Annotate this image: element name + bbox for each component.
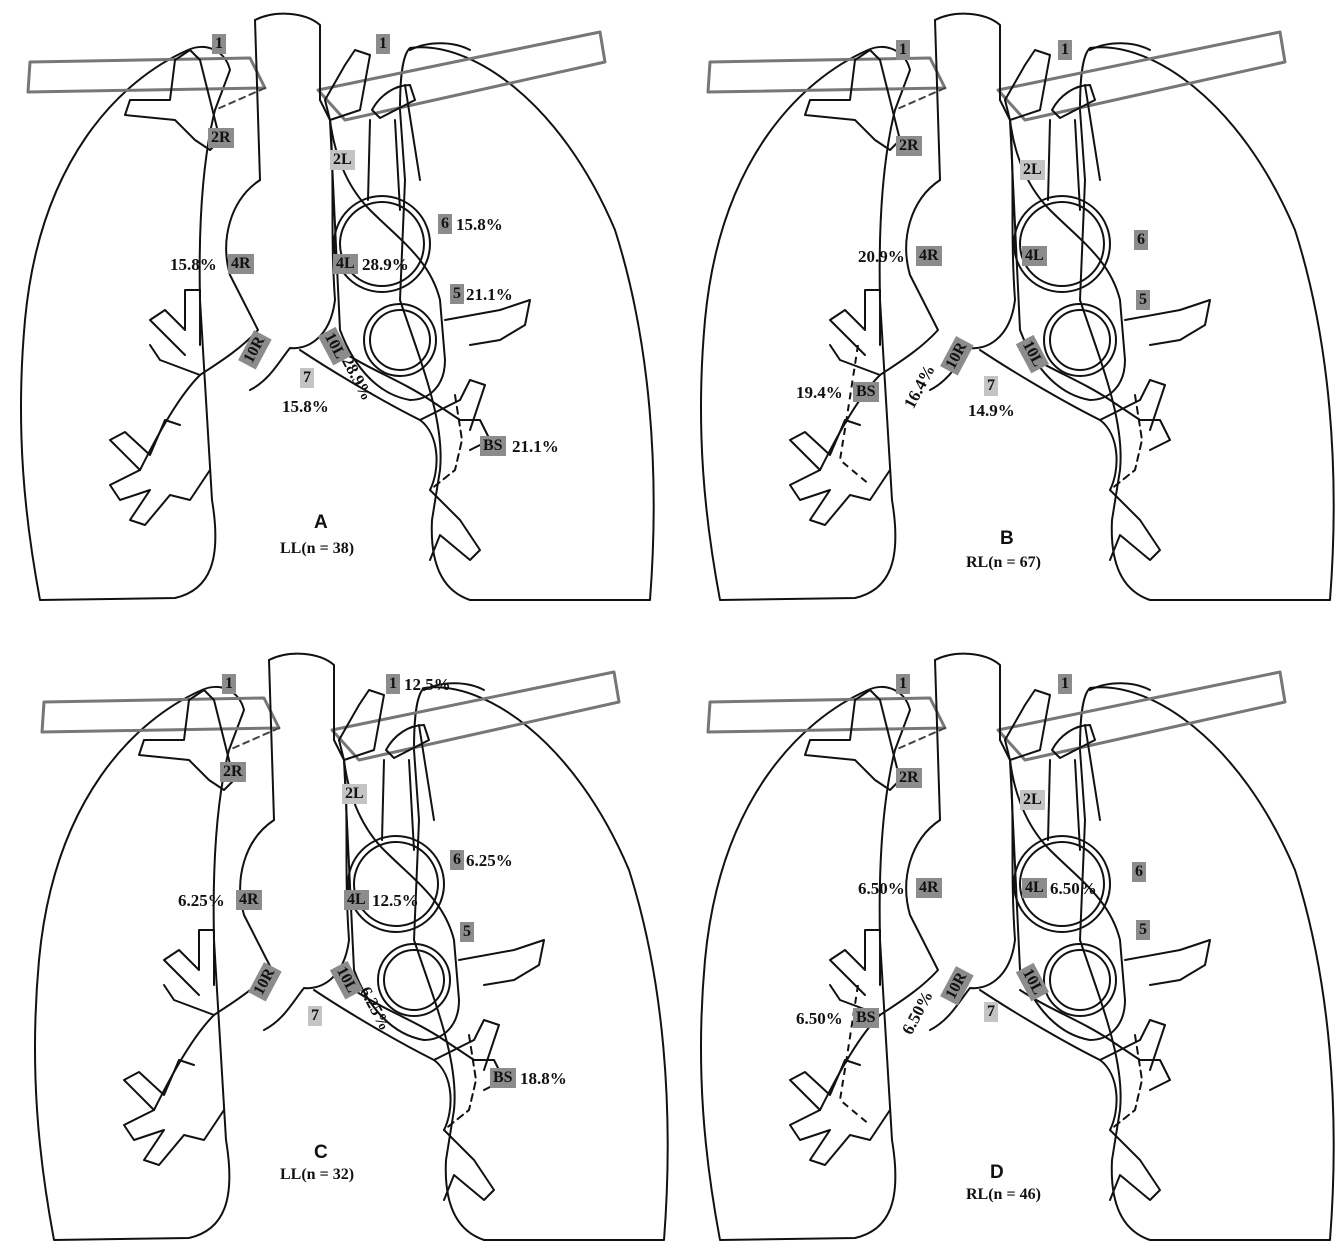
station-7: 7 — [984, 1002, 998, 1022]
value-4r: 6.25% — [178, 892, 225, 909]
value-bs: 21.1% — [512, 438, 559, 455]
value-4r: 15.8% — [170, 256, 217, 273]
station-4l: 4L — [344, 890, 369, 910]
value-7: 14.9% — [968, 402, 1015, 419]
panel-c: 1 1 12.5% 2R 2L 6 6.25% 6.25% 4R 4L 12.5… — [14, 640, 684, 1260]
station-7: 7 — [300, 368, 314, 388]
value-4l: 28.9% — [362, 256, 409, 273]
value-1-right: 12.5% — [404, 676, 451, 693]
value-6: 6.25% — [466, 852, 513, 869]
station-6: 6 — [438, 214, 452, 234]
station-5: 5 — [460, 922, 474, 942]
panel-caption: LL(n = 32) — [280, 1166, 354, 1184]
panel-letter: A — [314, 512, 328, 534]
station-5: 5 — [1136, 290, 1150, 310]
station-2r: 2R — [220, 762, 246, 782]
station-bs: BS — [490, 1068, 516, 1088]
value-4l: 6.50% — [1050, 880, 1097, 897]
station-1-right: 1 — [1058, 40, 1072, 60]
station-1-right: 1 — [376, 34, 390, 54]
lung-diagram-a — [0, 0, 670, 620]
station-6: 6 — [450, 850, 464, 870]
station-7: 7 — [308, 1006, 322, 1026]
value-bs: 6.50% — [796, 1010, 843, 1027]
panel-d: 1 1 2R 2L 6 6.50% 4R 4L 6.50% 5 6.50% BS… — [680, 640, 1339, 1260]
station-1-left: 1 — [212, 34, 226, 54]
value-bs: 18.8% — [520, 1070, 567, 1087]
station-1-right: 1 — [386, 674, 400, 694]
panel-caption: RL(n = 67) — [966, 554, 1041, 572]
station-1-left: 1 — [222, 674, 236, 694]
station-2l: 2L — [1020, 160, 1045, 180]
station-bs: BS — [853, 1008, 879, 1028]
station-6: 6 — [1134, 230, 1148, 250]
station-bs: BS — [853, 382, 879, 402]
station-2l: 2L — [342, 784, 367, 804]
station-5: 5 — [1136, 920, 1150, 940]
panel-a: 1 1 2R 2L 15.8% 6 15.8% 4R 4L 28.9% 5 21… — [0, 0, 670, 620]
lung-diagram-d — [680, 640, 1339, 1260]
panel-caption: LL(n = 38) — [280, 540, 354, 558]
station-5: 5 — [450, 284, 464, 304]
station-6: 6 — [1132, 862, 1146, 882]
station-4r: 4R — [236, 890, 262, 910]
station-1-right: 1 — [1058, 674, 1072, 694]
station-4r: 4R — [916, 246, 942, 266]
station-4l: 4L — [1022, 246, 1047, 266]
station-bs: BS — [480, 436, 506, 456]
value-6: 15.8% — [456, 216, 503, 233]
station-2l: 2L — [1020, 790, 1045, 810]
station-2r: 2R — [896, 136, 922, 156]
station-2r: 2R — [896, 768, 922, 788]
lung-diagram-b — [680, 0, 1339, 620]
station-4l: 4L — [1022, 878, 1047, 898]
station-1-left: 1 — [896, 40, 910, 60]
panel-b: 1 1 2R 2L 6 20.9% 4R 4L 5 19.4% BS 16.4%… — [680, 0, 1339, 620]
value-4r: 6.50% — [858, 880, 905, 897]
value-4r: 20.9% — [858, 248, 905, 265]
panel-letter: D — [990, 1162, 1004, 1184]
station-2r: 2R — [208, 128, 234, 148]
station-4r: 4R — [916, 878, 942, 898]
station-7: 7 — [984, 376, 998, 396]
station-2l: 2L — [330, 150, 355, 170]
panel-letter: B — [1000, 528, 1014, 550]
station-1-left: 1 — [896, 674, 910, 694]
station-4l: 4L — [333, 254, 358, 274]
panel-letter: C — [314, 1142, 328, 1164]
panel-caption: RL(n = 46) — [966, 1186, 1041, 1204]
value-4l: 12.5% — [372, 892, 419, 909]
value-bs: 19.4% — [796, 384, 843, 401]
value-5: 21.1% — [466, 286, 513, 303]
value-7: 15.8% — [282, 398, 329, 415]
station-4r: 4R — [228, 254, 254, 274]
